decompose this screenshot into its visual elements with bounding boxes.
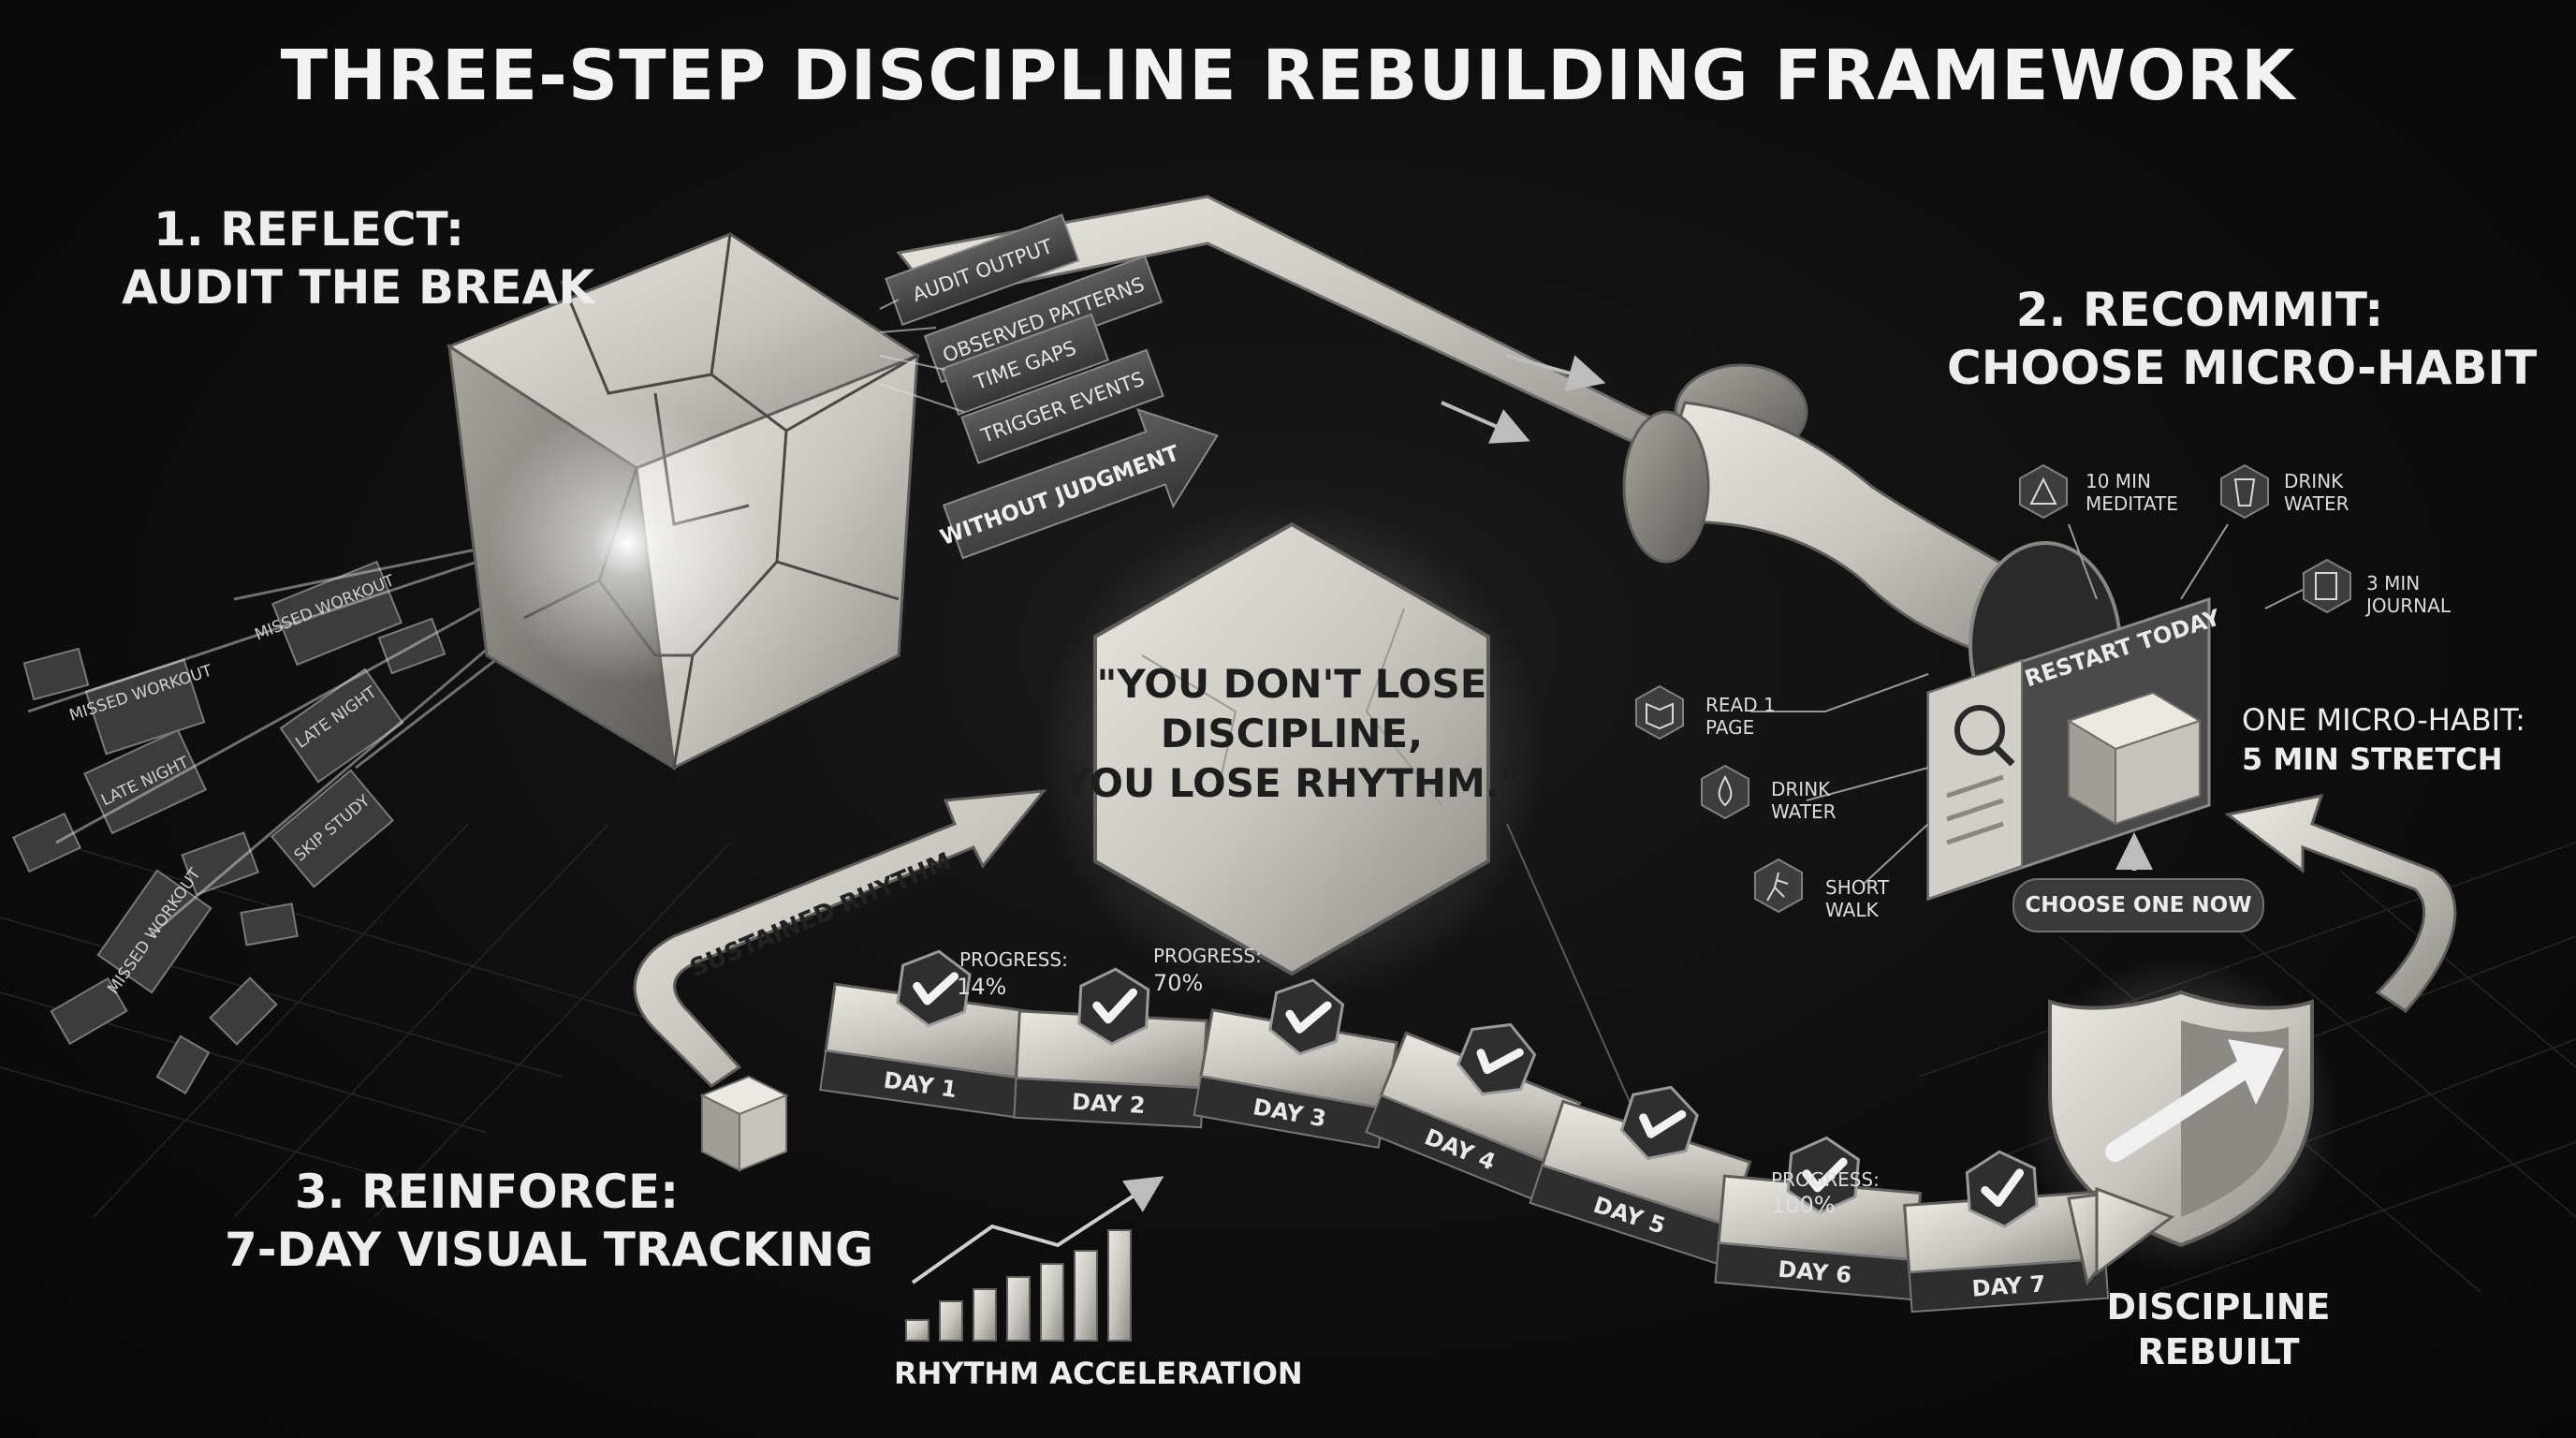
habit-label: JOURNAL <box>2364 594 2452 617</box>
day-label: DAY 7 <box>1971 1270 2046 1301</box>
progress-annotations: PROGRESS: 14% PROGRESS: 70% PROGRESS: 10… <box>957 945 1880 1218</box>
progress-label: PROGRESS: <box>959 948 1068 971</box>
checkmark-icon <box>1476 1048 1524 1075</box>
habit-label: MEDITATE <box>2086 492 2178 515</box>
step-reflect-heading: 1. REFLECT: AUDIT THE BREAK <box>122 200 595 316</box>
check-badge <box>1619 1085 1699 1161</box>
audit-tags: AUDIT OUTPUT OBSERVED PATTERNS TIME GAPS… <box>879 213 1219 560</box>
micro-habit-hex <box>1701 764 1749 820</box>
step-reinforce-subtitle: 7-DAY VISUAL TRACKING <box>225 1223 874 1277</box>
cube-light-burst <box>487 403 768 683</box>
step-reinforce-heading: 3. REINFORCE: 7-DAY VISUAL TRACKING <box>225 1163 874 1279</box>
habit-label: WATER <box>1771 800 1837 823</box>
return-arrow <box>2224 794 2457 1013</box>
micro-habit-labels: 10 MIN MEDITATE DRINK WATER 3 MIN JOURNA… <box>1705 470 2452 921</box>
habit-label: 10 MIN <box>2086 470 2151 492</box>
progress-label: PROGRESS: <box>1153 945 1262 967</box>
check-badge <box>1268 978 1345 1056</box>
water-glass-icon <box>2233 478 2256 506</box>
checkmark-icon <box>1092 988 1138 1024</box>
step-recommit-subtitle: CHOOSE MICRO-HABIT <box>1947 341 2538 395</box>
rhythm-acceleration-label: RHYTHM ACCELERATION <box>894 1356 1303 1391</box>
day-label: DAY 2 <box>1071 1089 1146 1119</box>
discipline-rebuilt-line: DISCIPLINE <box>2106 1286 2331 1328</box>
track-arrow-head <box>2095 1186 2175 1276</box>
habit-label: WATER <box>2284 492 2349 515</box>
page-title: THREE-STEP DISCIPLINE REBUILDING FRAMEWO… <box>280 36 2296 116</box>
habit-label: 3 MIN <box>2366 572 2420 594</box>
step-recommit-number: 2. RECOMMIT: <box>2015 283 2384 337</box>
day-segment: DAY 3 <box>1193 978 1399 1150</box>
quote-line: "YOU DON'T LOSE <box>1097 661 1487 707</box>
acceleration-bar <box>1006 1276 1031 1342</box>
habit-label: DRINK <box>1771 778 1831 800</box>
day-segment: DAY 7 <box>1903 1150 2110 1313</box>
habit-label: PAGE <box>1705 716 1754 739</box>
quote-hexagon: "YOU DON'T LOSE DISCIPLINE, YOU LOSE RHY… <box>1039 496 1648 1143</box>
journal-icon <box>2315 572 2337 600</box>
check-badge <box>1077 967 1150 1046</box>
micro-habit-hex <box>2220 463 2269 520</box>
day-segment: DAY 6 <box>1714 1136 1923 1301</box>
acceleration-bar <box>905 1319 929 1342</box>
habit-label: READ 1 <box>1705 694 1776 716</box>
micro-habit-hex <box>2303 558 2351 614</box>
day-segment: DAY 5 <box>1529 1085 1752 1266</box>
step-reflect-subtitle: AUDIT THE BREAK <box>122 260 595 315</box>
one-micro-habit-label: ONE MICRO-HABIT: <box>2242 702 2525 738</box>
one-micro-habit-value: 5 MIN STRETCH <box>2242 741 2503 777</box>
acceleration-bar <box>1040 1263 1064 1342</box>
water-drop-icon <box>1718 774 1733 807</box>
quote-line: DISCIPLINE, <box>1161 711 1423 756</box>
day-label: DAY 6 <box>1777 1256 1852 1289</box>
progress-label: PROGRESS: <box>1771 1168 1880 1191</box>
habit-label: SHORT <box>1825 876 1890 899</box>
day-segment: DAY 1 <box>819 949 1032 1119</box>
one-micro-habit: ONE MICRO-HABIT: 5 MIN STRETCH <box>2242 700 2525 779</box>
progress-value: 100% <box>1771 1192 1836 1218</box>
discipline-rebuilt-line: REBUILT <box>2137 1331 2300 1372</box>
progress-value: 70% <box>1153 970 1203 996</box>
meditate-icon <box>2029 477 2057 505</box>
checkmark-icon <box>1639 1109 1687 1138</box>
broken-habit-debris: MISSED WORKOUT MISSED WORKOUT LATE NIGHT… <box>12 522 600 1095</box>
check-badge <box>896 949 972 1028</box>
choose-one-now-button[interactable]: CHOOSE ONE NOW <box>2012 878 2264 932</box>
checkmark-icon <box>913 972 959 1005</box>
step-reinforce-number: 3. REINFORCE: <box>294 1165 680 1219</box>
checkmark-icon <box>1981 1168 2025 1208</box>
search-icon <box>1954 705 2005 756</box>
day-segment: DAY 2 <box>1013 967 1208 1129</box>
day-label-band <box>1908 1257 2110 1313</box>
habit-label: DRINK <box>2284 470 2344 492</box>
micro-habit-hex <box>1635 684 1684 741</box>
acceleration-bar <box>939 1300 963 1342</box>
micro-habit-hex <box>1754 858 1803 914</box>
micro-habit-hex <box>2019 463 2068 520</box>
check-badge <box>1456 1022 1537 1096</box>
checkmark-icon <box>1802 1157 1848 1193</box>
step-reflect-number: 1. REFLECT: <box>153 202 465 257</box>
discipline-rebuilt-label: DISCIPLINE REBUILT <box>2069 1284 2368 1374</box>
check-badge <box>1786 1136 1861 1214</box>
habit-label: WALK <box>1825 899 1880 921</box>
step-recommit-heading: 2. RECOMMIT: CHOOSE MICRO-HABIT <box>1947 281 2538 397</box>
cracked-cube <box>446 232 921 770</box>
checkmark-icon <box>1285 1001 1332 1034</box>
acceleration-bar <box>1074 1250 1098 1342</box>
acceleration-bar <box>1107 1229 1132 1342</box>
walk-icon <box>1766 872 1789 902</box>
book-icon <box>1646 702 1674 730</box>
micro-habit-icons <box>1635 463 2351 914</box>
quote-line: YOU LOSE RHYTHM." <box>1061 760 1520 806</box>
progress-value: 14% <box>957 974 1006 1000</box>
rhythm-acceleration-chart <box>905 1176 1164 1342</box>
acceleration-bar <box>973 1288 997 1342</box>
